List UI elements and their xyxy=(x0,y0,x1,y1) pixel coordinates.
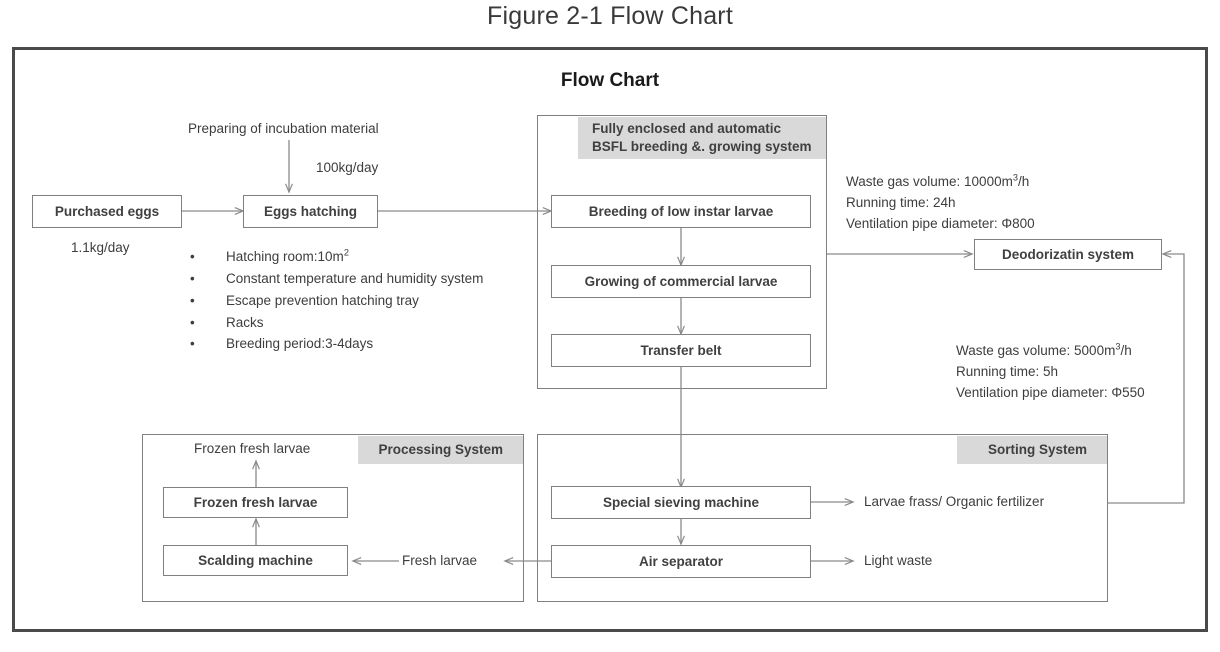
box-eggs-hatching[interactable]: Eggs hatching xyxy=(243,195,378,228)
hatching-spec-item: • Escape prevention hatching tray xyxy=(190,290,483,312)
box-deodorization-system-label: Deodorizatin system xyxy=(1001,247,1135,262)
box-air-separator-label: Air separator xyxy=(638,554,724,569)
label-fresh-larvae: Fresh larvae xyxy=(402,553,478,568)
note-lower-line3: Ventilation pipe diameter: Φ550 xyxy=(956,384,1145,400)
box-special-sieving-machine-label: Special sieving machine xyxy=(602,495,760,510)
note-upper-line1: Waste gas volume: 10000m3/h xyxy=(846,172,1030,189)
box-breeding-low-instar-label: Breeding of low instar larvae xyxy=(588,204,774,219)
box-breeding-low-instar[interactable]: Breeding of low instar larvae xyxy=(551,195,811,228)
box-scalding-machine[interactable]: Scalding machine xyxy=(163,545,348,576)
box-transfer-belt-label: Transfer belt xyxy=(640,343,722,358)
note-upper-line2: Running time: 24h xyxy=(846,194,956,210)
box-eggs-hatching-label: Eggs hatching xyxy=(263,204,357,219)
sorting-system-header: Sorting System xyxy=(957,436,1107,464)
box-frozen-fresh-larvae[interactable]: Frozen fresh larvae xyxy=(163,487,348,518)
bullet-icon: • xyxy=(190,270,195,286)
note-upper-line3: Ventilation pipe diameter: Φ800 xyxy=(846,215,1035,231)
figure-caption: Figure 2-1 Flow Chart xyxy=(487,2,733,30)
label-incubation-rate: 100kg/day xyxy=(316,160,379,175)
hatching-spec-label: Breeding period:3-4days xyxy=(226,336,374,352)
bsfl-header-line1: Fully enclosed and automatic xyxy=(592,120,782,136)
note-waste-gas-lower: Waste gas volume: 5000m3/h Running time:… xyxy=(956,341,1145,404)
hatching-spec-label: Hatching room:10m2 xyxy=(226,247,349,264)
hatching-specs-list: • Hatching room:10m2 • Constant temperature… xyxy=(190,246,483,355)
bullet-icon: • xyxy=(190,336,195,352)
box-growing-commercial[interactable]: Growing of commercial larvae xyxy=(551,265,811,298)
box-scalding-machine-label: Scalding machine xyxy=(198,553,313,568)
bsfl-header-line2: BSFL breeding &. growing system xyxy=(592,139,812,154)
processing-header-label: Processing System xyxy=(378,441,503,457)
box-frozen-fresh-larvae-label: Frozen fresh larvae xyxy=(193,495,318,510)
box-growing-commercial-label: Growing of commercial larvae xyxy=(584,274,778,289)
label-eggs-rate: 1.1kg/day xyxy=(71,240,130,255)
bullet-icon: • xyxy=(190,292,195,308)
hatching-spec-label: Constant temperature and humidity system xyxy=(226,270,484,286)
label-frozen-output: Frozen fresh larvae xyxy=(194,441,311,456)
label-preparing-material: Preparing of incubation material xyxy=(188,121,379,136)
box-special-sieving-machine[interactable]: Special sieving machine xyxy=(551,486,811,519)
hatching-spec-item: • Racks xyxy=(190,312,483,334)
note-lower-line1: Waste gas volume: 5000m3/h xyxy=(956,341,1132,358)
box-transfer-belt[interactable]: Transfer belt xyxy=(551,334,811,367)
label-larvae-frass: Larvae frass/ Organic fertilizer xyxy=(864,494,1045,509)
hatching-spec-item: • Breeding period:3-4days xyxy=(190,333,483,355)
box-air-separator[interactable]: Air separator xyxy=(551,545,811,578)
hatching-spec-label: Racks xyxy=(226,314,264,330)
note-waste-gas-upper: Waste gas volume: 10000m3/h Running time… xyxy=(846,172,1035,235)
box-purchased-eggs[interactable]: Purchased eggs xyxy=(32,195,182,228)
bullet-icon: • xyxy=(190,249,195,264)
box-purchased-eggs-label: Purchased eggs xyxy=(54,204,160,219)
chart-heading: Flow Chart xyxy=(560,70,660,91)
bullet-icon: • xyxy=(190,314,195,330)
sorting-header-label: Sorting System xyxy=(987,441,1087,457)
box-deodorization-system[interactable]: Deodorizatin system xyxy=(974,239,1162,270)
hatching-spec-label: Escape prevention hatching tray xyxy=(226,292,419,308)
note-lower-line2: Running time: 5h xyxy=(956,363,1059,379)
bsfl-system-header: Fully enclosed and automatic BSFL breedi… xyxy=(578,117,826,159)
label-light-waste: Light waste xyxy=(864,553,933,568)
hatching-spec-item: • Hatching room:10m2 xyxy=(190,246,483,268)
processing-system-header: Processing System xyxy=(358,436,523,464)
hatching-spec-item: • Constant temperature and humidity syste… xyxy=(190,268,483,290)
